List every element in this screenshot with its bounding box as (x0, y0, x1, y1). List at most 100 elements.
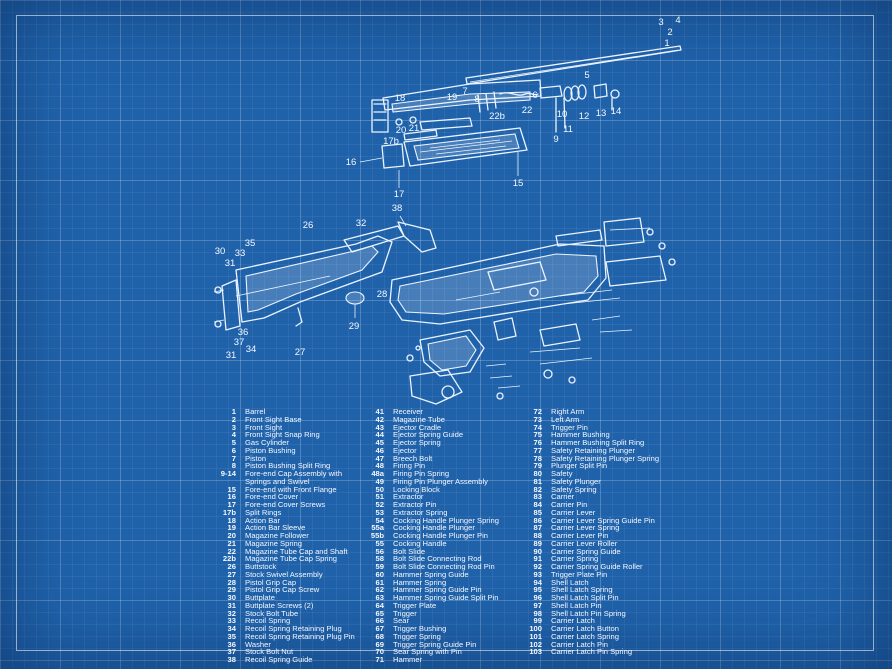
part-number: 45 (375, 438, 384, 447)
callout-label: 22 (521, 105, 533, 116)
part-number: 59 (375, 562, 384, 571)
part-name: Barrel (245, 407, 266, 416)
callout-label: 31 (224, 258, 236, 269)
part-name: Action Bar (245, 515, 281, 525)
part-name: Breech Bolt (393, 453, 433, 463)
callout-label: 6 (532, 90, 538, 101)
part-number: 87 (533, 523, 542, 533)
part-number: 62 (375, 585, 384, 595)
part-name: Safety Retaining Plunger (551, 445, 636, 455)
part-number: 76 (533, 438, 542, 447)
part-name: Trigger Plate (393, 600, 437, 610)
part-name: Safety Plunger (551, 476, 601, 486)
part-name: Extractor Spring (393, 507, 448, 517)
part-name: Carrier Latch (551, 616, 595, 626)
part-number: 82 (533, 484, 542, 494)
part-number: 51 (375, 492, 384, 502)
part-name: Left Arm (551, 414, 580, 424)
part-number: 50 (375, 484, 384, 494)
part-number: 101 (529, 631, 542, 641)
part-number: 32 (227, 608, 236, 618)
legend-row: Springs and Swivel (214, 476, 355, 486)
part-name: Trigger Spring (393, 631, 441, 641)
part-name: Carrier Pin (551, 500, 588, 509)
part-number: 9-14 (220, 469, 236, 478)
part-name: Shell Latch Pin (551, 600, 602, 610)
part-name: Cocking Handle Plunger Spring (393, 515, 499, 525)
part-name: Springs and Swivel (245, 476, 310, 486)
part-number: 18 (227, 515, 236, 525)
callout-label: 4 (675, 15, 681, 26)
part-number: 3 (231, 422, 236, 432)
part-number: 92 (533, 562, 542, 571)
part-name: Fore-end Cover Screws (245, 500, 326, 509)
part-name: Fore-end Cover (245, 492, 299, 502)
part-name: Trigger Pin (551, 422, 588, 432)
part-number: 48 (375, 461, 384, 471)
part-name: Hammer Spring (393, 577, 447, 587)
part-number: 27 (227, 569, 236, 579)
callout-label: 19 (446, 92, 458, 103)
callout-label: 16 (345, 157, 357, 168)
callout-label: 33 (234, 248, 246, 259)
part-name: Sear (393, 616, 410, 626)
part-name: Front Sight Snap Ring (245, 430, 320, 440)
part-name: Buttstock (245, 562, 277, 571)
part-number: 17 (227, 500, 236, 509)
fore-end-group (359, 127, 528, 188)
callout-label: 7 (462, 86, 468, 97)
part-name: Recoil Spring Guide (245, 655, 313, 664)
part-number: 16 (227, 492, 236, 502)
part-number: 67 (375, 624, 384, 633)
part-number: 44 (375, 430, 384, 440)
part-name: Carrier (551, 492, 575, 502)
part-number: 7 (231, 453, 236, 463)
part-name: Carrier Latch Button (551, 624, 619, 633)
part-name: Washer (245, 639, 271, 649)
callout-label: 12 (578, 111, 590, 122)
part-number: 31 (227, 600, 236, 610)
part-number: 81 (533, 476, 542, 486)
callout-label: 21 (408, 123, 420, 134)
part-number: 5 (231, 438, 236, 447)
part-name: Fore-end with Front Flange (245, 484, 337, 494)
part-name: Firing Pin Spring (393, 469, 450, 478)
part-number: 28 (227, 577, 236, 587)
part-number: 77 (533, 445, 542, 455)
callout-label: 38 (391, 203, 403, 214)
part-number: 65 (375, 608, 384, 618)
part-name: Hammer Spring Guide Split Pin (393, 593, 499, 602)
part-number: 1 (231, 407, 236, 416)
